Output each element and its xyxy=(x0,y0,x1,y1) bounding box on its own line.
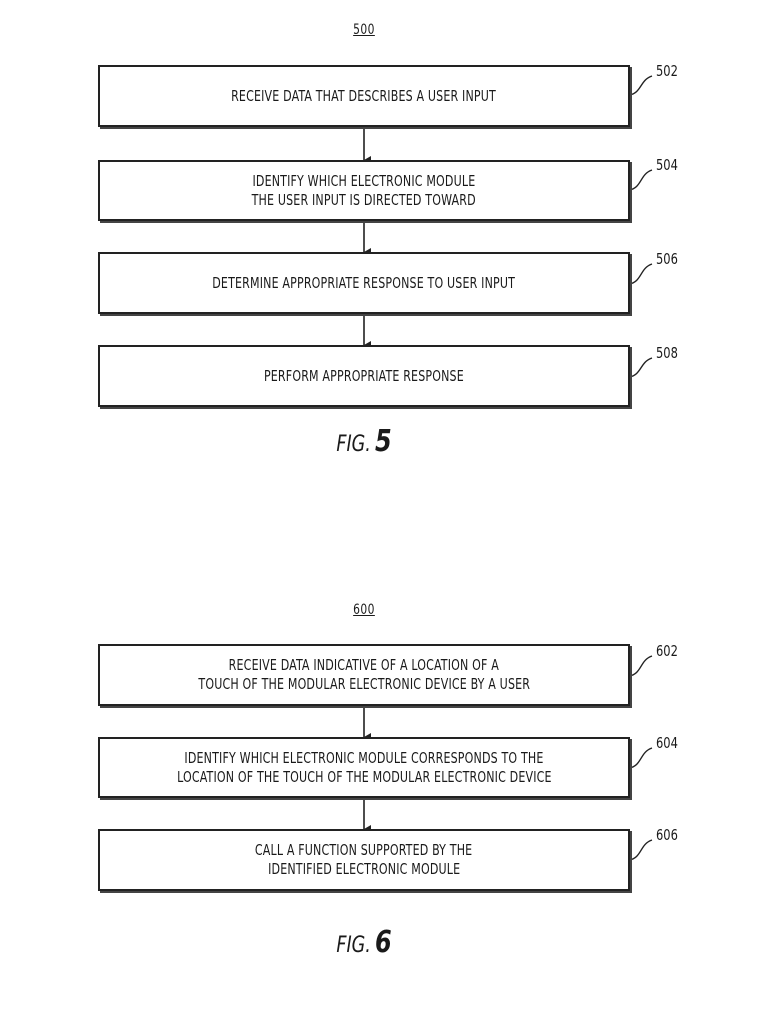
figure-5-caption: FIG. 5 xyxy=(316,424,412,459)
leader-604 xyxy=(629,747,653,769)
step-508-line-1: PERFORM APPROPRIATE RESPONSE xyxy=(264,366,464,385)
step-604-box: IDENTIFY WHICH ELECTRONIC MODULE CORRESP… xyxy=(98,737,630,798)
figure-5-caption-prefix: FIG. xyxy=(336,432,371,457)
figure-6-caption-prefix: FIG. xyxy=(336,933,371,958)
ref-508: 508 xyxy=(656,344,678,362)
step-604-line-1: IDENTIFY WHICH ELECTRONIC MODULE CORRESP… xyxy=(184,748,544,767)
ref-604: 604 xyxy=(656,734,678,752)
ref-502: 502 xyxy=(656,62,678,80)
figure-5-number: 500 xyxy=(353,22,375,38)
step-504-line-1: IDENTIFY WHICH ELECTRONIC MODULE xyxy=(252,171,476,190)
step-502-box: RECEIVE DATA THAT DESCRIBES A USER INPUT xyxy=(98,65,630,127)
step-508-box: PERFORM APPROPRIATE RESPONSE xyxy=(98,345,630,407)
ref-602: 602 xyxy=(656,642,678,660)
figure-6-caption-number: 6 xyxy=(374,925,392,960)
leader-506 xyxy=(629,263,653,285)
step-604-line-2: LOCATION OF THE TOUCH OF THE MODULAR ELE… xyxy=(176,767,552,786)
step-606-box: CALL A FUNCTION SUPPORTED BY THE IDENTIF… xyxy=(98,829,630,891)
leader-602 xyxy=(629,655,653,677)
leader-508 xyxy=(629,357,653,378)
leader-502 xyxy=(629,75,653,96)
step-606-line-1: CALL A FUNCTION SUPPORTED BY THE xyxy=(255,841,473,859)
step-606-line-2: IDENTIFIED ELECTRONIC MODULE xyxy=(267,860,461,878)
leader-606 xyxy=(629,839,653,861)
step-504-line-2: THE USER INPUT IS DIRECTED TOWARD xyxy=(251,190,477,209)
step-504-box: IDENTIFY WHICH ELECTRONIC MODULE THE USE… xyxy=(98,160,630,221)
figure-6-number: 600 xyxy=(353,602,375,618)
ref-504: 504 xyxy=(656,156,678,174)
step-506-box: DETERMINE APPROPRIATE RESPONSE TO USER I… xyxy=(98,252,630,314)
figure-5-caption-number: 5 xyxy=(374,424,392,459)
figure-6-caption: FIG. 6 xyxy=(316,925,412,960)
step-602-line-1: RECEIVE DATA INDICATIVE OF A LOCATION OF… xyxy=(228,656,500,674)
leader-504 xyxy=(629,169,653,191)
step-502-line-1: RECEIVE DATA THAT DESCRIBES A USER INPUT xyxy=(231,86,497,105)
step-602-box: RECEIVE DATA INDICATIVE OF A LOCATION OF… xyxy=(98,644,630,706)
step-506-line-1: DETERMINE APPROPRIATE RESPONSE TO USER I… xyxy=(212,273,516,292)
ref-606: 606 xyxy=(656,826,678,844)
ref-506: 506 xyxy=(656,250,678,268)
step-602-line-2: TOUCH OF THE MODULAR ELECTRONIC DEVICE B… xyxy=(198,675,530,693)
